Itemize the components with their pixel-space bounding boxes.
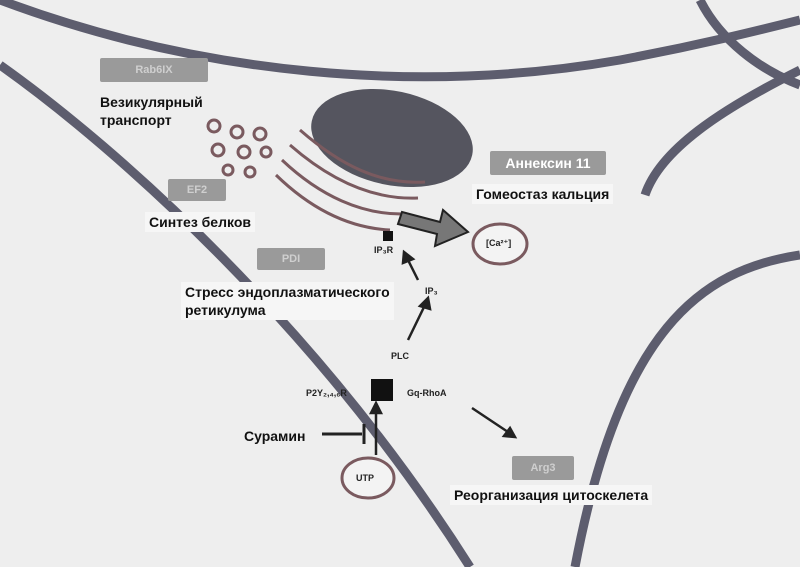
utp-circle	[340, 456, 396, 500]
vesicular-line-1: Везикулярный	[100, 94, 203, 110]
ip3r-label: IP₃R	[374, 245, 394, 255]
p2y-label: P2Y₂,₄,₆R	[306, 388, 347, 398]
arrow-ip3-receptor-head	[401, 249, 416, 265]
arrow-utp-receptor-head	[368, 400, 384, 415]
annexin-box: Аннексин 11	[490, 151, 606, 175]
er-stress-line-1: Стресс эндоплазматического	[185, 284, 390, 300]
protein-synthesis-label: Синтез белков	[145, 212, 255, 232]
membrane-top-right	[695, 0, 800, 90]
calcium-label: [Ca²⁺]	[486, 238, 512, 248]
vesicular-line-2: транспорт	[100, 112, 172, 128]
arrow-to-cytoskeleton-head	[501, 425, 518, 439]
vesicles	[206, 118, 273, 179]
ip3-label: IP₃	[425, 286, 438, 296]
calcium-pool	[471, 222, 529, 266]
plc-label: PLC	[391, 351, 409, 361]
arrow-plc-ip3-head	[417, 295, 432, 311]
calcium-homeostasis-label: Гомеостаз кальция	[472, 184, 614, 204]
suramin-label: Сурамин	[244, 428, 306, 444]
cytoskeleton-label: Реорганизация цитоскелета	[450, 485, 653, 505]
arrow-to-cytoskeleton	[471, 406, 509, 434]
er-stress-line-2: ретикулума	[185, 302, 266, 318]
rab-box: Rab6IX	[100, 58, 208, 82]
membrane-right-lower	[570, 250, 800, 567]
gq-label: Gq-RhoA	[407, 388, 447, 398]
pdi-box: PDI	[257, 248, 325, 270]
membrane-right	[640, 65, 800, 197]
calcium-release-arrow	[396, 208, 470, 248]
er-stress-label: Стресс эндоплазматического ретикулума	[181, 282, 394, 320]
ip3-receptor	[383, 231, 393, 241]
eif-box: EF2	[168, 179, 226, 201]
nucleus	[311, 88, 473, 188]
vesicular-transport-label: Везикулярный транспорт	[96, 92, 207, 130]
utp-label: UTP	[356, 473, 374, 483]
arrow-ip3-receptor	[406, 259, 420, 281]
receptor-square	[371, 379, 393, 401]
membrane-top	[0, 0, 800, 82]
membrane-diagonal	[0, 61, 474, 567]
arrow-plc-ip3	[406, 304, 427, 341]
golgi-apparatus	[274, 128, 426, 232]
arg-box: Arg3	[512, 456, 574, 480]
